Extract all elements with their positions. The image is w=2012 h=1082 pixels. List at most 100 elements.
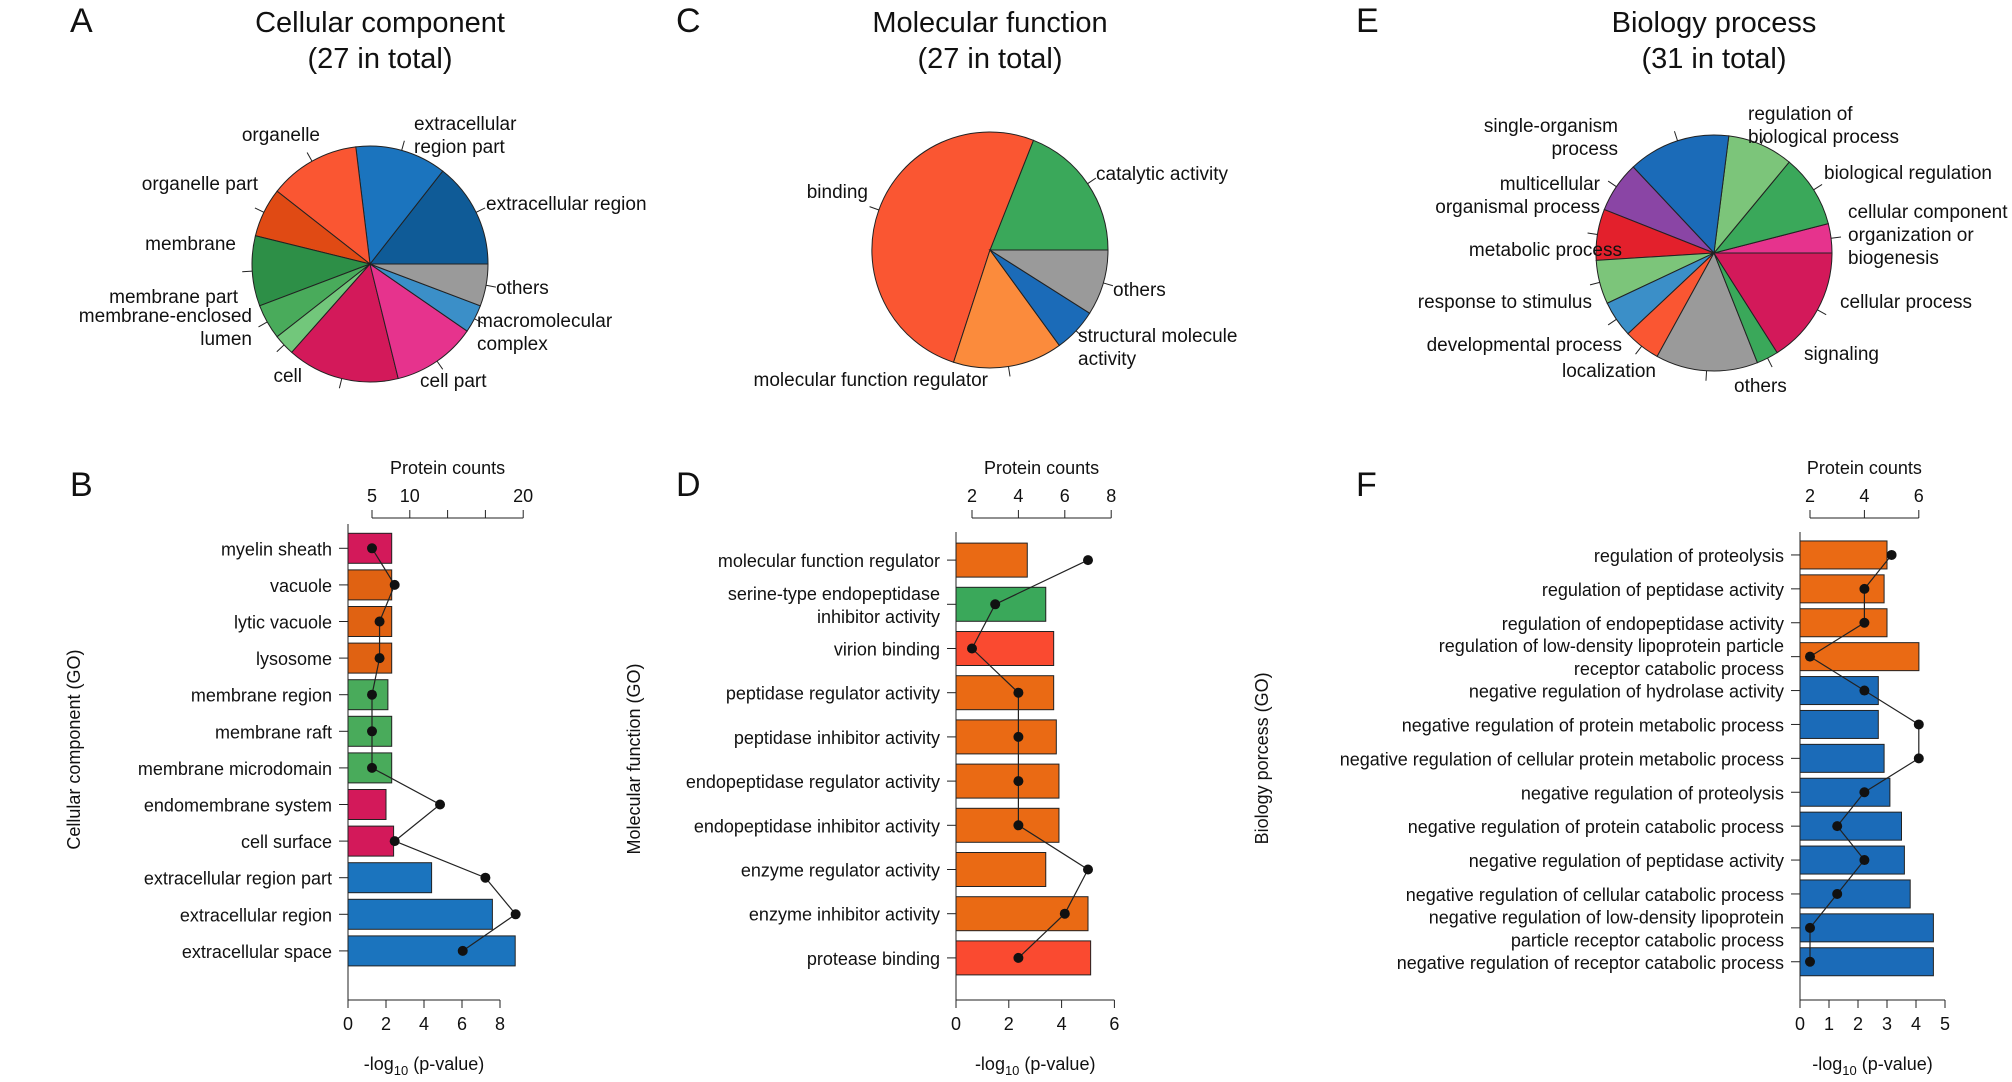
x-tick-label: 6 [1109,1014,1119,1034]
pie-slice [1712,161,1829,254]
bar [347,898,493,930]
chart-title: Molecular function [872,7,1107,39]
count-dot [435,799,446,810]
count-dot [1805,922,1815,933]
pie-leader-line [1760,135,1766,145]
bar [1799,811,1902,841]
count-dot [367,726,377,737]
pie-leader-line [1673,131,1679,141]
pie-chart-e: Biology process(31 in total)cellular com… [1418,7,2008,397]
pie-leader-line [1587,232,1598,236]
pie-leader-line [1705,370,1708,381]
bar [1799,642,1920,672]
category-label: negative regulation of hydrolase activit… [1469,682,1784,702]
category-label: endopeptidase inhibitor activity [694,816,940,836]
pie-slice [369,263,489,307]
category-label: negative regulation of protein catabolic… [1408,817,1784,837]
pie-leader-line [258,321,268,328]
category-label: regulation of endopeptidase activity [1502,614,1784,634]
pie-leader-line [1817,309,1827,316]
pie-leader-line [1607,318,1617,326]
chart-title: Cellular component [255,7,505,39]
pie-leader-line [242,270,253,273]
bar [1799,913,1934,943]
bar [1799,540,1888,570]
count-dot [1805,651,1815,662]
count-dot [1859,855,1870,866]
count-dot [1083,864,1093,875]
x-axis-title: -log10 (p-value) [975,1054,1096,1078]
category-label: negative regulation of cellular cataboli… [1406,885,1784,905]
pie-leader-line [1813,183,1823,191]
pie-chart-a: Cellular component(27 in total)extracell… [79,7,647,392]
x-tick-label: 1 [1824,1014,1834,1034]
category-label: negative regulation of peptidase activit… [1469,851,1784,871]
bar [347,935,516,967]
count-dot [374,616,385,627]
pie-slice-label: others [1113,280,1166,301]
x-tick-label: 8 [495,1014,505,1034]
category-label: negative regulation of receptor cataboli… [1397,953,1784,973]
chart-subtitle: (31 in total) [1641,43,1786,75]
count-dot [1013,776,1024,787]
top-tick-label: 6 [1914,486,1924,506]
pie-slice-label: membrane part [109,287,239,308]
count-dot [367,543,377,554]
count-dot [1859,685,1870,696]
count-dot [389,836,400,847]
bar [955,852,1047,887]
bar [1799,879,1911,909]
pie-slice [952,248,1061,369]
count-dot [1013,820,1024,831]
pie-slice-label: response to stimulus [1418,292,1592,313]
pie-slice-label: binding [807,182,868,203]
pie-leader-line [1087,177,1097,185]
bar [347,606,393,637]
count-dot [480,872,491,883]
x-tick-label: 4 [1911,1014,1921,1034]
top-axis-title: Protein counts [1807,458,1922,478]
panel-letter-e: E [1356,2,1379,40]
y-axis-title: Molecular function (GO) [624,663,644,854]
count-dot [1913,753,1924,764]
pie-slice-label: organelle [242,125,320,146]
x-tick-label: 5 [1940,1014,1950,1034]
count-dot [1805,956,1815,967]
panel-letter-d: D [676,466,701,504]
category-label: peptidase regulator activity [726,684,940,704]
count-dot [1013,952,1024,963]
top-tick-label: 20 [513,486,533,506]
pie-leader-line [306,152,313,162]
pie-slice-label: metabolic process [1469,240,1622,261]
bar [955,586,1047,622]
category-label: peptidase inhibitor activity [734,728,940,748]
pie-slice-label: others [1734,376,1787,397]
pie-slice [989,139,1109,251]
bar [1799,743,1885,773]
top-tick-label: 2 [967,486,977,506]
pie-slice [291,262,399,383]
category-label: lytic vacuole [234,613,332,633]
bar-chart-d: Molecular function (GO)molecular functio… [624,458,1119,1078]
bar-chart-b: Cellular component (GO)myelin sheathvacu… [64,458,533,1078]
pie-slice-label: membrane [145,234,236,255]
pie-leader-line [1607,180,1617,188]
bar [347,569,393,601]
y-axis-title: Cellular component (GO) [64,650,84,850]
count-dot [1859,583,1870,594]
category-label: extracellular region [180,905,332,925]
pie-slice-label: cellular process [1840,292,1972,313]
category-label: extracellular space [182,942,332,962]
pie-slice-label: localization [1562,361,1656,382]
bar [1799,845,1905,875]
panel-letter-a: A [70,2,93,40]
count-dot [510,909,521,920]
count-dot [1859,787,1870,798]
category-label: virion binding [834,640,940,660]
